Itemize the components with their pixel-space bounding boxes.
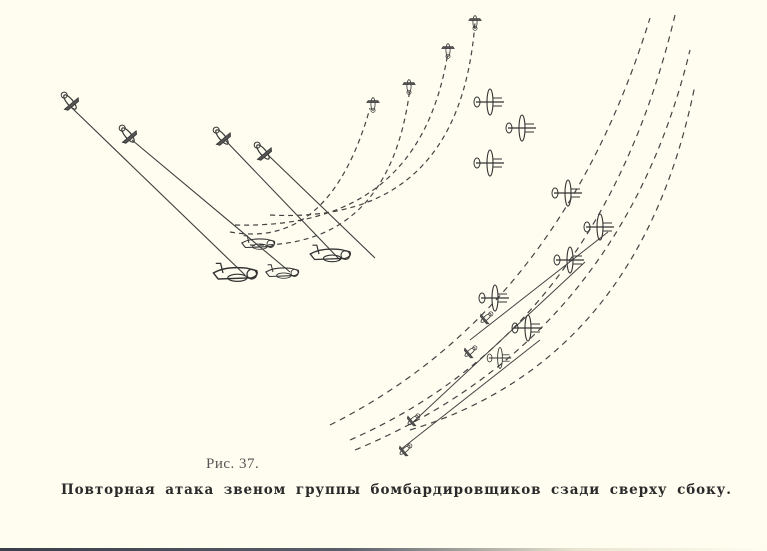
top-fighters <box>366 15 482 113</box>
left-attack-lines <box>71 107 376 276</box>
figure-caption: Повторная атака звеном группы бомбардиро… <box>61 482 732 498</box>
right-top-bombers <box>473 88 583 207</box>
left-bombers <box>212 235 352 283</box>
left-fighters <box>54 86 277 166</box>
scan-edge <box>0 548 767 551</box>
right-attack-lines <box>399 231 609 451</box>
climb-curves <box>229 21 476 246</box>
figure-number: Рис. 37. <box>206 456 260 472</box>
right-dashed-trajectories <box>329 14 696 451</box>
